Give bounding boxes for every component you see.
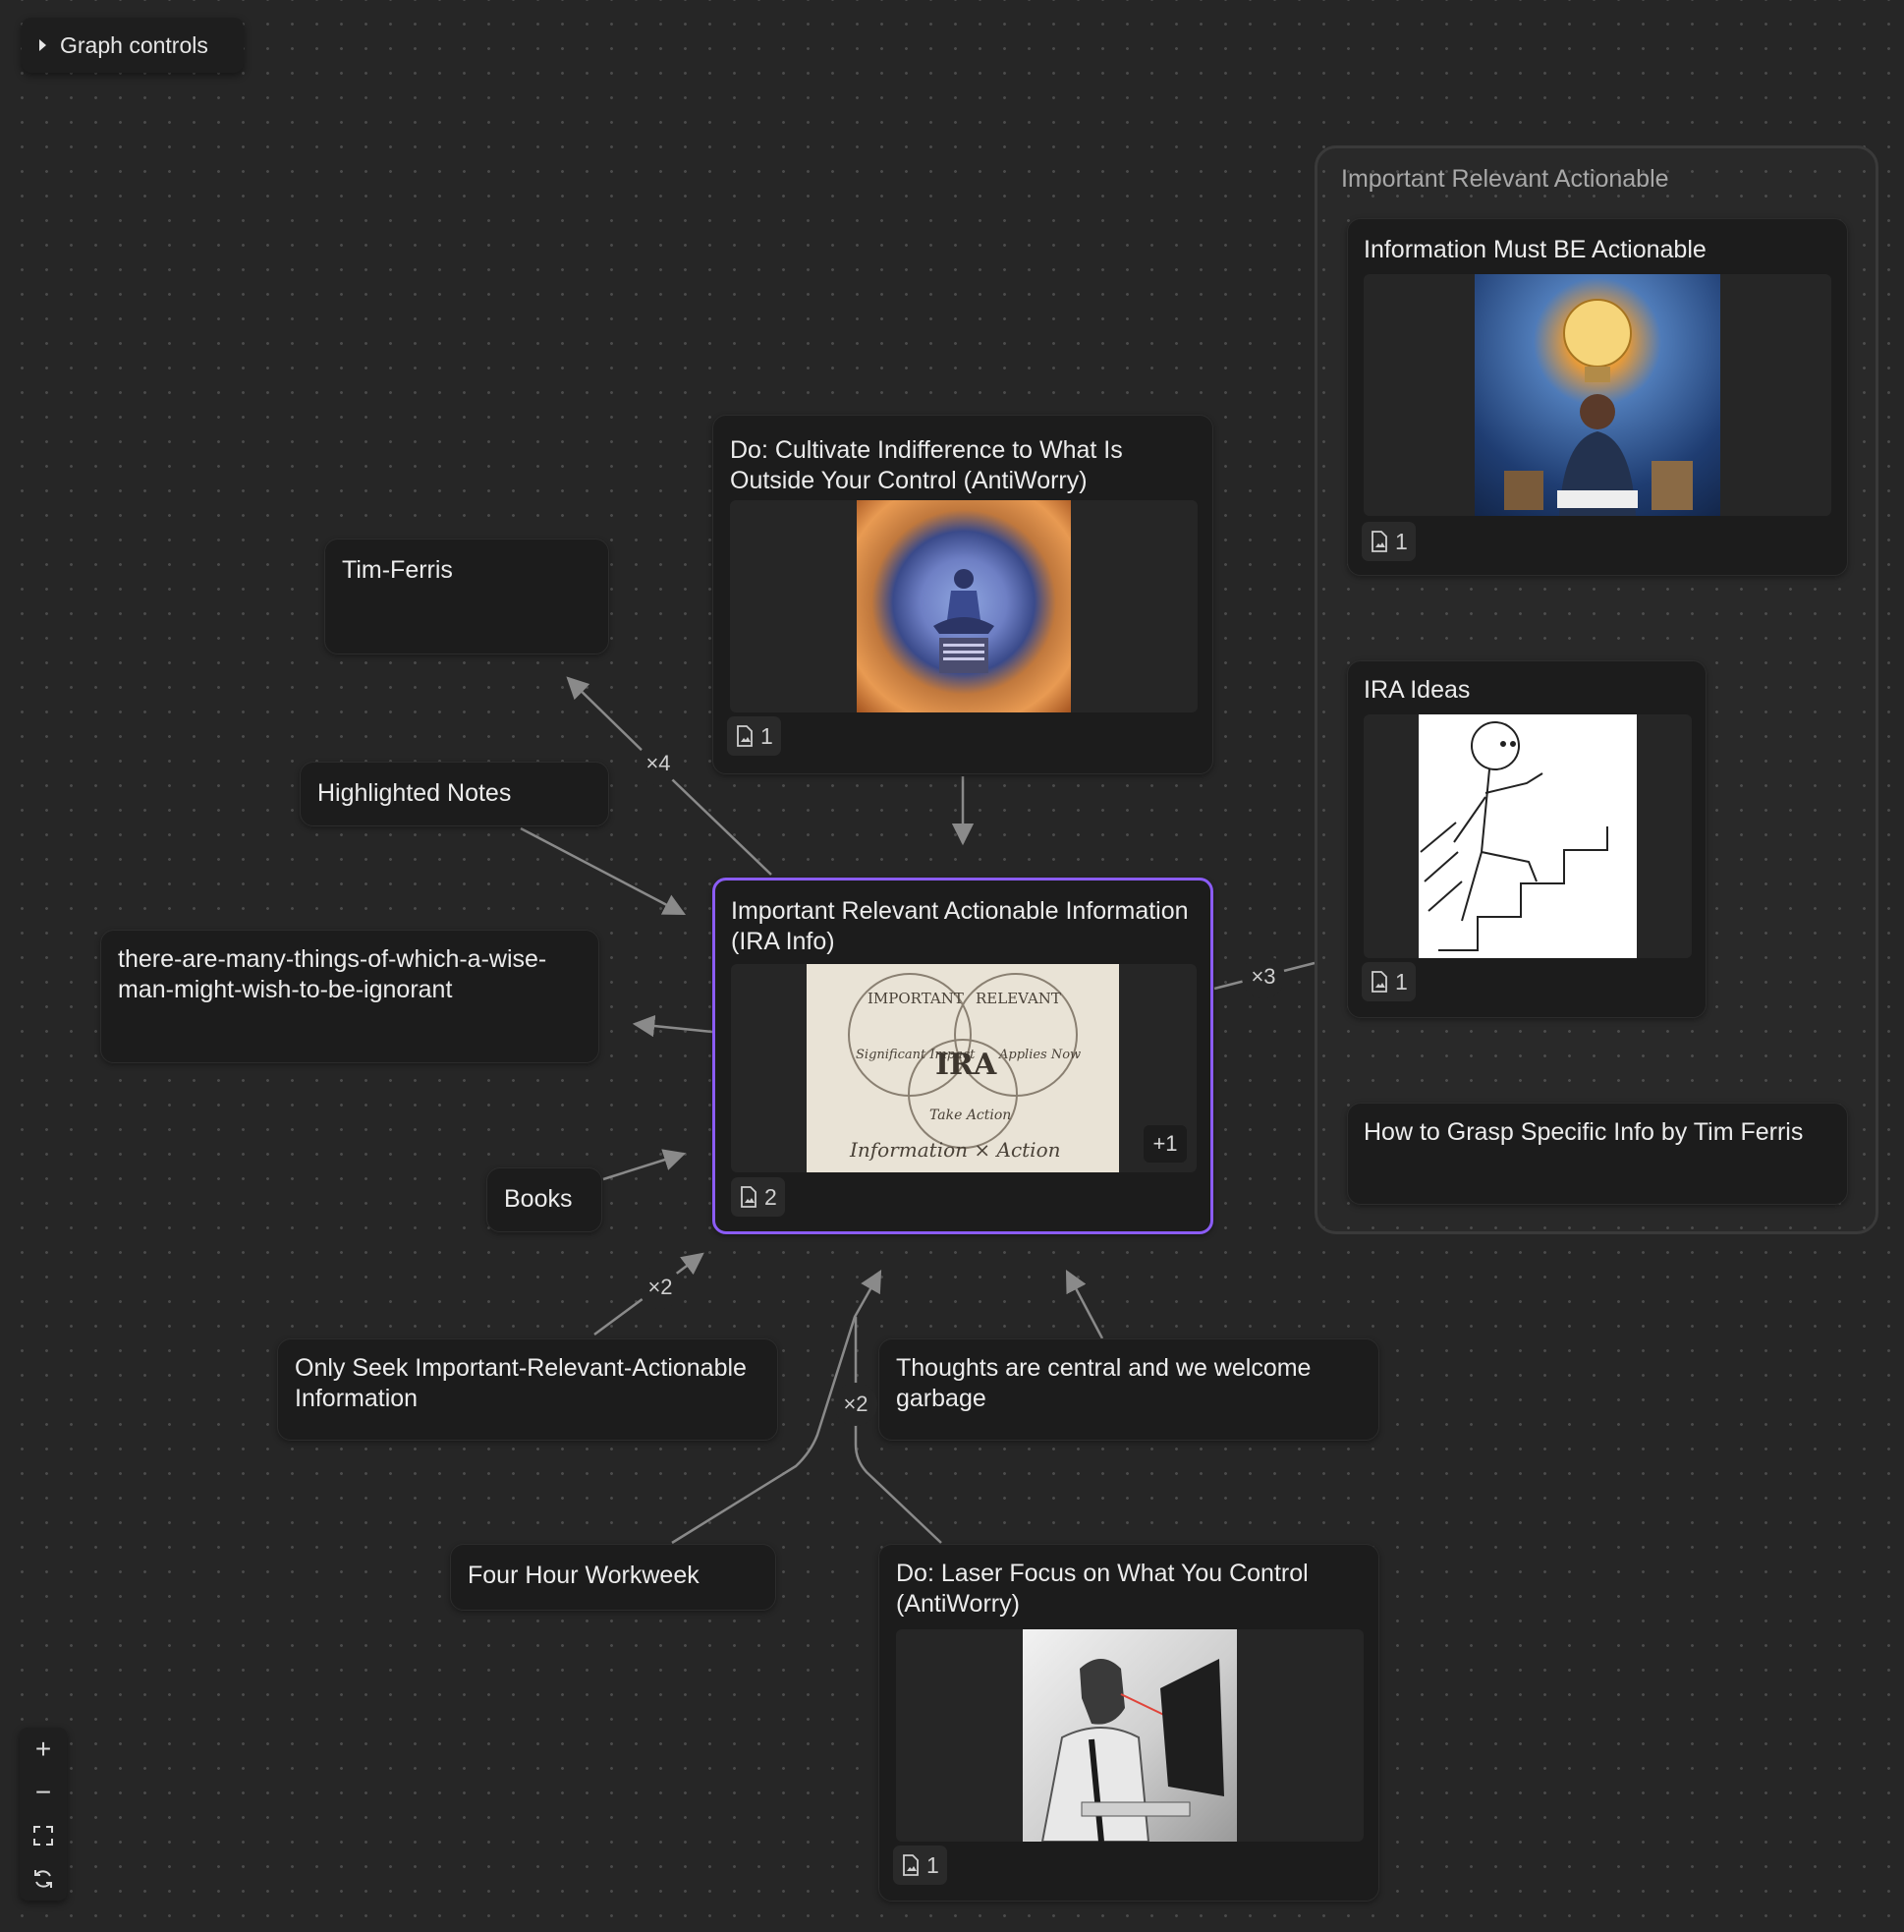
attachment-count[interactable]: 1 bbox=[1362, 962, 1416, 1001]
node-title: Information Must BE Actionable bbox=[1364, 236, 1707, 263]
laser-focus-image bbox=[1023, 1629, 1237, 1842]
venn-diagram-icon: IMPORTANT RELEVANT Significant Impact Ap… bbox=[848, 973, 1081, 1162]
attachment-count[interactable]: 1 bbox=[893, 1846, 947, 1885]
node-title: Books bbox=[504, 1185, 573, 1213]
zoom-out-button[interactable]: − bbox=[34, 1777, 52, 1807]
edge-from-highlighted bbox=[520, 826, 686, 916]
file-image-icon bbox=[741, 1186, 756, 1208]
fit-view-button[interactable] bbox=[20, 1814, 67, 1857]
node-image-area bbox=[896, 1629, 1364, 1842]
zoom-controls: + − bbox=[20, 1728, 67, 1901]
node-how-to-grasp[interactable]: How to Grasp Specific Info by Tim Ferris bbox=[1347, 1103, 1848, 1205]
attachment-count[interactable]: 1 bbox=[1362, 522, 1416, 561]
svg-text:IMPORTANT: IMPORTANT bbox=[868, 990, 964, 1007]
reset-view-button[interactable] bbox=[20, 1857, 67, 1901]
group-important-relevant-actionable[interactable] bbox=[1315, 145, 1878, 1234]
edge-from-laser bbox=[854, 1317, 942, 1544]
node-ira-info[interactable]: Important Relevant Actionable Informatio… bbox=[712, 878, 1213, 1234]
attachment-count-value: 1 bbox=[1395, 968, 1408, 994]
svg-text:Take Action: Take Action bbox=[929, 1108, 1011, 1123]
node-information-must-be-actionable[interactable]: Information Must BE Actionable 1 bbox=[1347, 218, 1848, 576]
node-image-area bbox=[1364, 274, 1831, 516]
edge-count-badge[interactable]: ×3 bbox=[1242, 955, 1285, 998]
edge-to-wise bbox=[632, 1014, 713, 1038]
attachment-count-value: 2 bbox=[764, 1183, 777, 1210]
node-image-area: IMPORTANT RELEVANT Significant Impact Ap… bbox=[731, 964, 1197, 1172]
node-title: Only Seek Important-Relevant-Actionable … bbox=[295, 1354, 747, 1412]
svg-text:Applies Now: Applies Now bbox=[998, 1048, 1081, 1062]
file-image-icon bbox=[1372, 531, 1387, 552]
svg-text:Information × Action: Information × Action bbox=[849, 1138, 1061, 1162]
meditation-image bbox=[857, 500, 1071, 712]
file-image-icon bbox=[903, 1854, 919, 1876]
node-wise-man[interactable]: there-are-many-things-of-which-a-wise-ma… bbox=[100, 930, 599, 1063]
node-title: Thoughts are central and we welcome garb… bbox=[896, 1354, 1312, 1412]
edge-count-badge[interactable]: ×2 bbox=[639, 1266, 682, 1309]
node-image-area bbox=[730, 500, 1198, 712]
meditation-figure-icon bbox=[933, 569, 994, 673]
attachment-count-value: 1 bbox=[1395, 528, 1408, 554]
lightbulb-image bbox=[1475, 274, 1720, 516]
node-only-seek[interactable]: Only Seek Important-Relevant-Actionable … bbox=[277, 1338, 778, 1441]
edge-count-badge[interactable]: ×2 bbox=[834, 1383, 877, 1426]
group-title: Important Relevant Actionable bbox=[1341, 165, 1669, 193]
man-at-computer-icon bbox=[1040, 1659, 1224, 1842]
stick-figure-stairs-image bbox=[1419, 714, 1637, 958]
attachment-count-value: 1 bbox=[926, 1851, 939, 1878]
node-title: Important Relevant Actionable Informatio… bbox=[731, 897, 1189, 955]
node-four-hour-workweek[interactable]: Four Hour Workweek bbox=[450, 1544, 776, 1611]
svg-text:IRA: IRA bbox=[935, 1048, 997, 1082]
graph-controls-label: Graph controls bbox=[60, 31, 208, 58]
node-thoughts-central[interactable]: Thoughts are central and we welcome garb… bbox=[878, 1338, 1379, 1441]
file-image-icon bbox=[737, 725, 753, 747]
edge-from-thoughts bbox=[1065, 1270, 1104, 1339]
fit-view-icon bbox=[33, 1826, 53, 1846]
node-image-area bbox=[1364, 714, 1692, 958]
more-images-badge[interactable]: +1 bbox=[1144, 1125, 1187, 1163]
node-ira-ideas[interactable]: IRA Ideas 1 bbox=[1347, 660, 1707, 1018]
node-tim-ferris[interactable]: Tim-Ferris bbox=[324, 539, 609, 654]
svg-text:Significant Impact: Significant Impact bbox=[856, 1048, 976, 1062]
attachment-count[interactable]: 1 bbox=[727, 716, 781, 756]
edge-count-badge[interactable]: ×4 bbox=[637, 742, 680, 785]
edge-from-books bbox=[602, 1149, 687, 1181]
node-laser-focus[interactable]: Do: Laser Focus on What You Control (Ant… bbox=[878, 1544, 1379, 1902]
node-title: How to Grasp Specific Info by Tim Ferris bbox=[1364, 1118, 1804, 1146]
thinking-man-icon bbox=[1504, 299, 1693, 516]
node-title: Tim-Ferris bbox=[342, 556, 453, 584]
node-cultivate-indifference[interactable]: Do: Cultivate Indifference to What Is Ou… bbox=[712, 415, 1213, 774]
stick-figure-icon bbox=[1420, 721, 1608, 951]
attachment-count-value: 1 bbox=[760, 722, 773, 749]
node-title: Four Hour Workweek bbox=[468, 1562, 700, 1589]
node-title: Do: Laser Focus on What You Control (Ant… bbox=[896, 1560, 1309, 1618]
triangle-right-icon bbox=[39, 39, 46, 51]
node-title: Do: Cultivate Indifference to What Is Ou… bbox=[730, 436, 1123, 494]
graph-controls-button[interactable]: Graph controls bbox=[22, 18, 244, 73]
node-title: IRA Ideas bbox=[1364, 676, 1471, 704]
attachment-count[interactable]: 2 bbox=[731, 1177, 785, 1217]
edge-from-four-hour bbox=[671, 1270, 882, 1545]
node-books[interactable]: Books bbox=[486, 1167, 602, 1232]
ira-venn-image: IMPORTANT RELEVANT Significant Impact Ap… bbox=[807, 964, 1119, 1172]
svg-text:RELEVANT: RELEVANT bbox=[976, 990, 1061, 1007]
node-title: there-are-many-things-of-which-a-wise-ma… bbox=[118, 945, 547, 1003]
file-image-icon bbox=[1372, 971, 1387, 993]
refresh-icon bbox=[34, 1870, 52, 1888]
node-title: Highlighted Notes bbox=[317, 779, 512, 807]
node-highlighted-notes[interactable]: Highlighted Notes bbox=[300, 762, 609, 826]
zoom-in-button[interactable]: + bbox=[34, 1733, 52, 1764]
